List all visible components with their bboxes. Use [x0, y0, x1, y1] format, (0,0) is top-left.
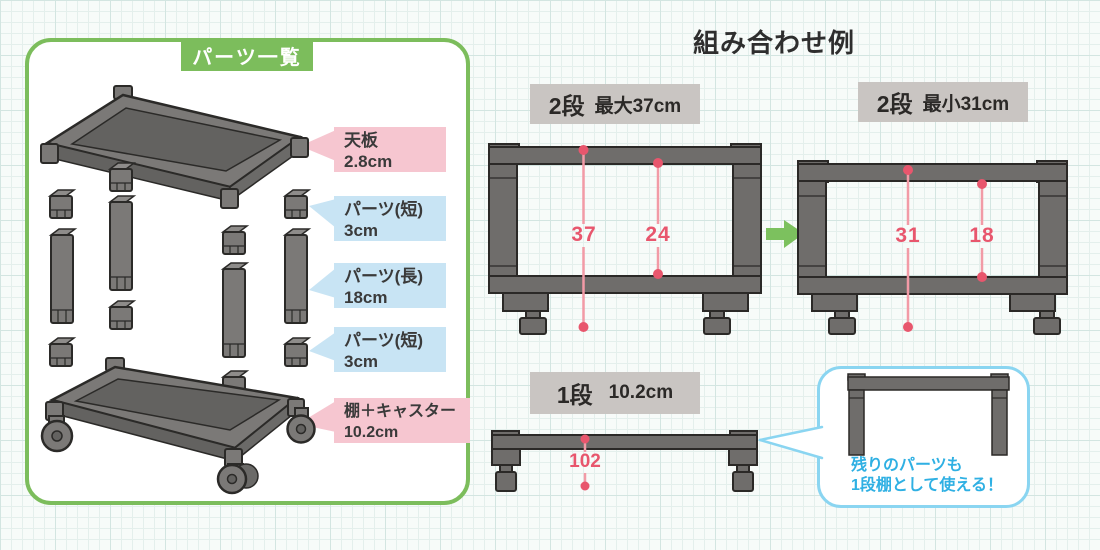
shelf-2tier-min-diagram: [797, 160, 1068, 335]
callout-text: 残りのパーツも 1段棚として使える！: [851, 456, 1003, 496]
badge-2tier-min: 2段 最小31cm: [858, 82, 1028, 122]
label-top-board: 天板 2.8cm: [334, 127, 446, 172]
dimension-102: 102: [569, 451, 601, 472]
dimension-18: 18: [969, 224, 995, 247]
parts-panel-title: パーツ一覧: [181, 40, 313, 71]
shelf-2tier-max-diagram: [488, 143, 762, 335]
label-long-part-name: パーツ(長): [344, 267, 423, 286]
label-short-part-2-name: パーツ(短): [344, 331, 423, 350]
label-caster-shelf-size: 10.2cm: [344, 424, 399, 441]
label-long-part: パーツ(長) 18cm: [334, 263, 446, 308]
badge-1tier-tier: 1段: [556, 382, 593, 408]
arrow-right-icon: [766, 220, 804, 248]
label-top-board-size: 2.8cm: [344, 152, 393, 171]
dimension-24: 24: [645, 223, 671, 246]
badge-2tier-max: 2段 最大37cm: [530, 84, 700, 124]
label-long-part-size: 18cm: [344, 288, 388, 307]
label-caster-shelf: 棚＋キャスター 10.2cm: [334, 398, 470, 443]
badge-2tier-max-size: 最大37cm: [594, 95, 682, 117]
badge-2tier-max-tier: 2段: [548, 93, 585, 119]
label-short-part-1: パーツ(短) 3cm: [334, 196, 446, 241]
label-short-part-1-name: パーツ(短): [344, 200, 423, 219]
label-short-part-2: パーツ(短) 3cm: [334, 327, 446, 372]
shelf-1tier-diagram: [491, 430, 758, 492]
label-caster-shelf-name: 棚＋キャスター: [344, 403, 457, 420]
callout-tail: [758, 425, 824, 460]
dimension-31: 31: [895, 224, 921, 247]
dimension-37: 37: [571, 223, 597, 246]
badge-1tier: 1段 10.2cm: [530, 372, 700, 414]
badge-2tier-min-size: 最小31cm: [922, 93, 1010, 115]
label-short-part-1-size: 3cm: [344, 221, 379, 240]
badge-2tier-min-tier: 2段: [876, 91, 913, 117]
callout-text-line2: 1段棚として使える！: [851, 477, 1003, 494]
label-short-part-2-size: 3cm: [344, 352, 379, 371]
label-top-board-name: 天板: [344, 131, 378, 150]
callout-text-line1: 残りのパーツも: [851, 457, 963, 474]
examples-title: 組み合わせ例: [693, 28, 856, 58]
badge-1tier-size: 10.2cm: [608, 382, 674, 403]
